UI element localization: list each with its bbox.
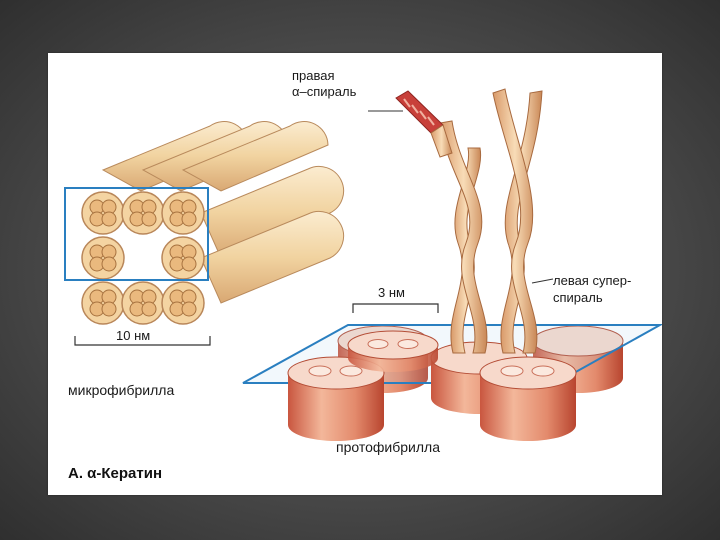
supercoil-strands [396,89,542,353]
scale-label-10nm: 10 нм [116,328,150,343]
label-microfibril: микрофибрилла [68,382,174,398]
rod-faces [82,192,204,324]
alpha-helix-segment [396,91,443,133]
label-left-supercoil-1: левая супер- [553,273,631,288]
label-left-supercoil-2: спираль [553,290,603,305]
figure-card: 10 нм [48,53,662,495]
label-right-helix-2: α–спираль [292,84,357,99]
label-protofibril: протофибрилла [336,439,440,455]
label-right-helix-1: правая [292,68,335,83]
figure-caption: А. α-Кератин [68,465,162,482]
alpha-keratin-diagram: 10 нм [48,53,662,495]
microfibril-bundle: 10 нм [65,121,344,345]
scale-bar-3nm [353,304,438,313]
scale-label-3nm: 3 нм [378,285,405,300]
